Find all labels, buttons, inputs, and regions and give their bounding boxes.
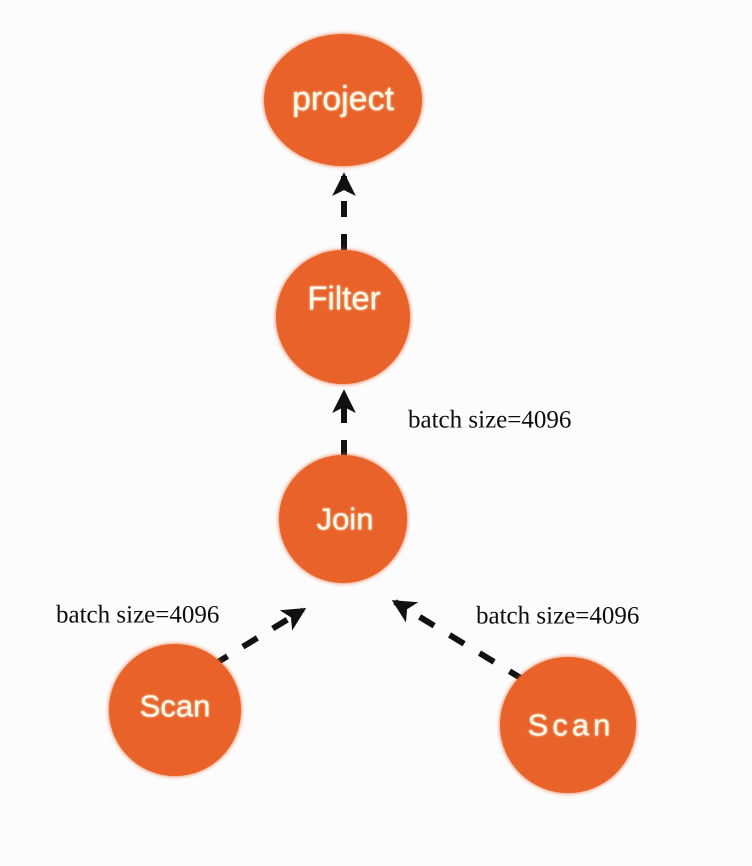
edge-label-scanright-to-join: batch size=4096 [476, 603, 639, 630]
edges-group [211, 172, 526, 683]
node-project[interactable]: project [264, 34, 422, 166]
edge-scanleft-to-join [211, 607, 307, 668]
node-join[interactable]: Join [279, 455, 407, 583]
node-filter-label: Filter [307, 280, 380, 317]
node-join-shape[interactable] [279, 455, 407, 583]
node-scan-right-shape[interactable] [500, 657, 636, 793]
node-join-label: Join [317, 502, 374, 537]
node-filter-shape[interactable] [276, 250, 410, 384]
node-scan-left-label: Scan [140, 689, 211, 724]
edge-labels-group: batch size=4096 batch size=4096 batch si… [56, 407, 639, 630]
node-project-label: project [292, 80, 395, 118]
node-scan-left-shape[interactable] [109, 644, 241, 776]
node-scan-left[interactable]: Scan [109, 644, 241, 776]
node-filter[interactable]: Filter [276, 250, 410, 384]
node-scan-right-label: Scan [528, 708, 615, 743]
node-project-shape[interactable] [264, 34, 422, 166]
nodes-group: project Filter Join Scan Scan [109, 34, 636, 793]
edge-label-scanleft-to-join: batch size=4096 [56, 602, 219, 629]
edge-label-join-to-filter: batch size=4096 [408, 407, 571, 434]
edge-scanright-to-join [391, 599, 526, 683]
node-scan-right[interactable]: Scan [500, 657, 636, 793]
